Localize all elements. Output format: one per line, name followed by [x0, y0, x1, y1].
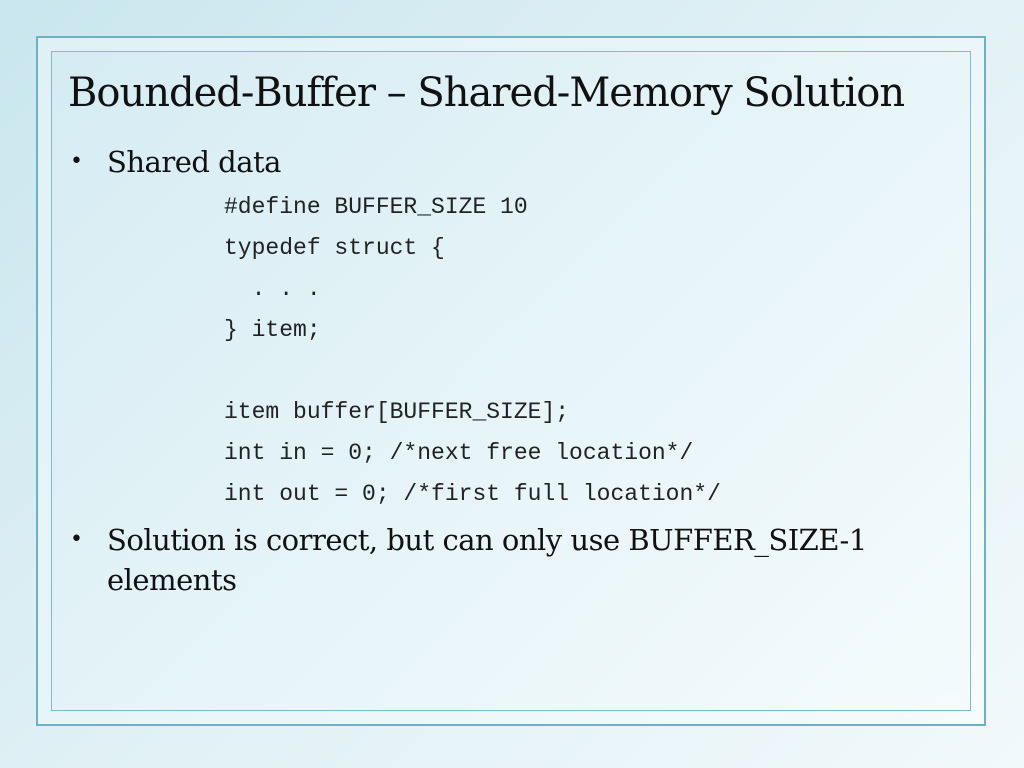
slide-inner-frame — [51, 51, 971, 711]
code-line — [224, 354, 721, 395]
code-line: . . . — [224, 276, 321, 302]
code-block: #define BUFFER_SIZE 10 typedef struct { … — [224, 190, 721, 518]
slide-title: Bounded-Buffer – Shared-Memory Solution — [68, 70, 905, 116]
code-line: typedef struct { — [224, 235, 445, 261]
code-line: item buffer[BUFFER_SIZE]; — [224, 399, 570, 425]
bullet-text: Solution is correct, but can only use BU… — [107, 523, 867, 597]
code-line: int in = 0; /*next free location*/ — [224, 440, 694, 466]
bullet-marker: • — [70, 527, 83, 552]
code-line: int out = 0; /*first full location*/ — [224, 481, 721, 507]
bullet-text: Shared data — [107, 145, 281, 179]
bullet-marker: • — [70, 149, 83, 174]
code-line: #define BUFFER_SIZE 10 — [224, 194, 528, 220]
code-line: } item; — [224, 317, 321, 343]
